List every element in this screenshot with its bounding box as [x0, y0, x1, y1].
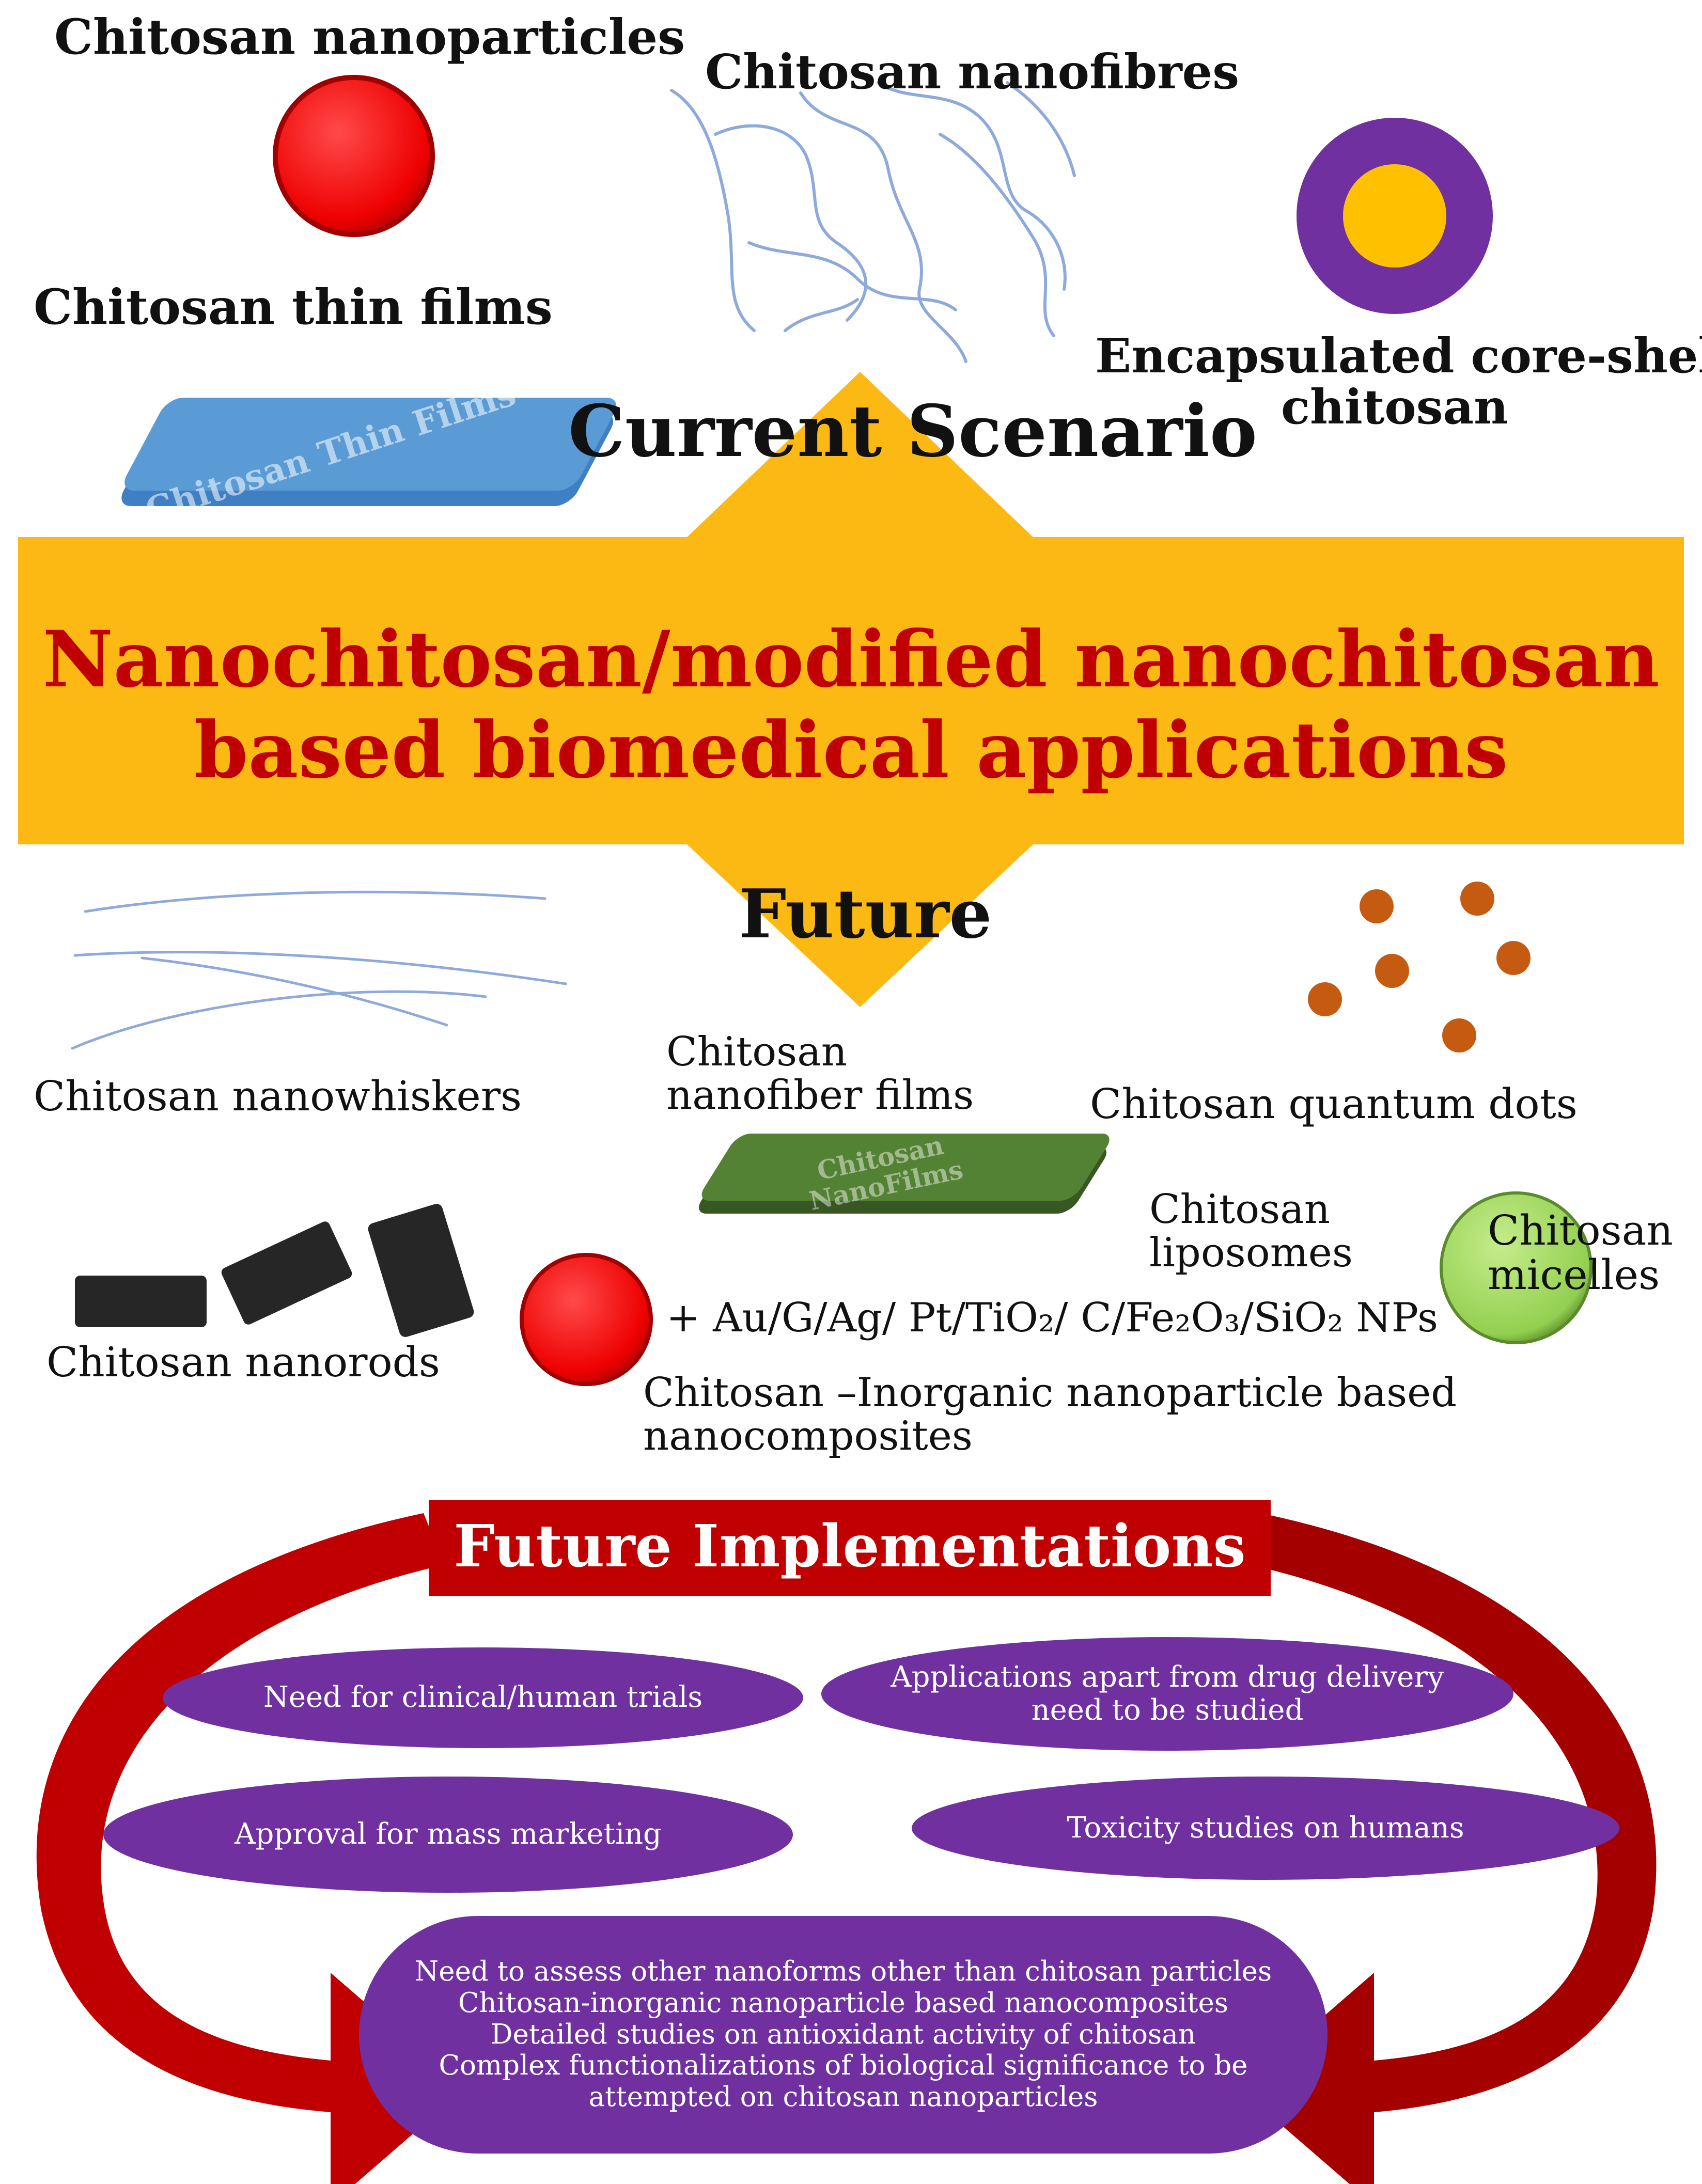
nanofiber-films-label: Chitosan nanofiber films [666, 1029, 974, 1119]
inorganic-label-line1: Chitosan –Inorganic nanoparticle based [643, 1370, 1457, 1416]
implementation-text: Toxicity studies on humans [1067, 1811, 1464, 1845]
implementation-pill-mass-marketing: Approval for mass marketing [103, 1777, 793, 1893]
core-shell-label-line1: Encapsulated core-shell [1095, 328, 1702, 384]
nanofibres-graphic [670, 81, 1076, 363]
nanofilms-plate [699, 1134, 1110, 1214]
banner-title: Nanochitosan/modified nanochitosan based… [18, 614, 1684, 796]
up-arrow-head [687, 372, 1033, 537]
micelles-line1: Chitosan [1488, 1206, 1673, 1254]
inorganic-formula: + Au/G/Ag/ Pt/TiO₂/ C/Fe₂O₃/SiO₂ NPs [666, 1295, 1439, 1341]
core-shell-core [1343, 164, 1446, 268]
nanofibres-label: Chitosan nanofibres [705, 44, 1240, 100]
nanofiber-films-line1: Chitosan [666, 1029, 847, 1075]
nanoparticles-label: Chitosan nanoparticles [54, 9, 685, 66]
banner-title-line1: Nanochitosan/modified nanochitosan [42, 614, 1660, 705]
nanowhiskers-graphic [71, 890, 567, 1050]
quantum-dots-graphic [1308, 882, 1531, 1052]
core-shell-label-line2: chitosan [1281, 379, 1508, 435]
nanorod-3 [368, 1204, 474, 1337]
implementation-text: Approval for mass marketing [235, 1817, 662, 1851]
inorganic-nanoparticle-sphere [520, 1253, 653, 1386]
future-implementations-box [429, 1500, 1271, 1596]
nanowhiskers-label: Chitosan nanowhiskers [34, 1072, 522, 1120]
thin-film-plate [121, 398, 617, 506]
quantum-dots-label: Chitosan quantum dots [1090, 1080, 1578, 1128]
nanofiber-films-line2: nanofiber films [666, 1072, 974, 1119]
inorganic-label: Chitosan –Inorganic nanoparticle based n… [643, 1371, 1457, 1458]
future-label: Future [739, 874, 992, 953]
future-implementations-title: Future Implementations [454, 1513, 1246, 1580]
implementation-pill-clinical-trials: Need for clinical/human trials [163, 1647, 803, 1748]
micelles-label: Chitosan micelles [1488, 1208, 1673, 1298]
current-scenario-label: Current Scenario [568, 389, 1257, 473]
liposomes-line1: Chitosan [1149, 1186, 1330, 1233]
down-arrow-head [687, 844, 1033, 1007]
thin-films-label: Chitosan thin films [34, 279, 553, 336]
liposomes-label: Chitosan liposomes [1149, 1188, 1353, 1275]
nanorod-2 [221, 1221, 352, 1325]
core-shell-label: Encapsulated core-shell chitosan [1095, 328, 1702, 435]
nanorods-label: Chitosan nanorods [46, 1338, 440, 1386]
implementation-center-box: Need to assess other nanoforms other tha… [359, 1916, 1328, 2154]
implementation-pill-toxicity: Toxicity studies on humans [912, 1777, 1619, 1880]
nanoparticle-sphere [273, 75, 435, 237]
implementation-text: Applications apart from drug delivery ne… [891, 1660, 1444, 1727]
liposomes-line2: liposomes [1149, 1230, 1353, 1277]
implementation-pill-applications: Applications apart from drug delivery ne… [821, 1637, 1513, 1751]
nanorod-1 [75, 1276, 207, 1327]
implementation-text: Need for clinical/human trials [263, 1680, 703, 1715]
micelles-line2: micelles [1488, 1251, 1660, 1299]
implementation-center-text: Need to assess other nanoforms other tha… [414, 1955, 1272, 2113]
inorganic-label-line2: nanocomposites [643, 1413, 973, 1460]
banner-title-line2: based biomedical applications [194, 704, 1508, 796]
micelle-sphere [1440, 1191, 1592, 1344]
banner [18, 537, 1684, 844]
